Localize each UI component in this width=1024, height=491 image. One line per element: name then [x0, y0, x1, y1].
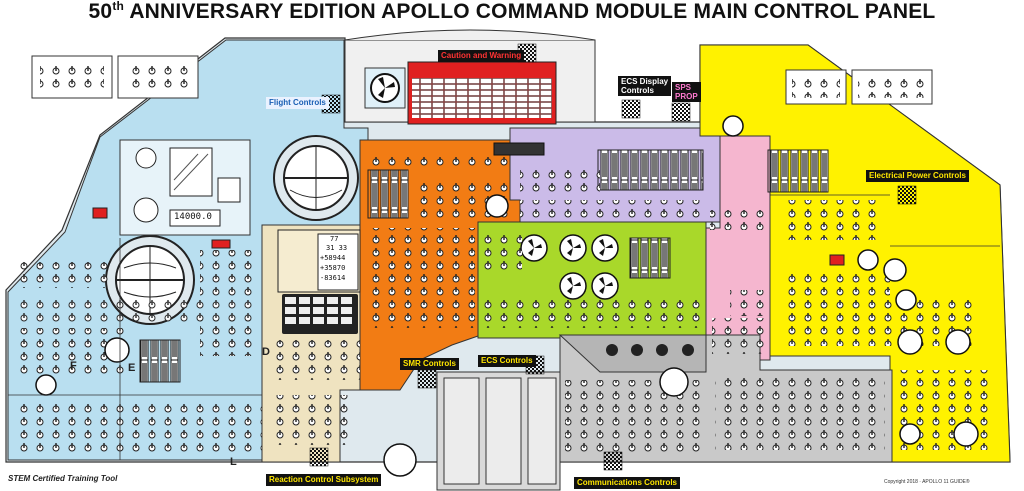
dsky-prog-display: 77 [330, 235, 339, 243]
panel-letter-e: E [128, 362, 136, 374]
panel-letter-d: D [262, 346, 270, 358]
page-title: 50th ANNIVERSARY EDITION APOLLO COMMAND … [0, 0, 1024, 24]
altimeter-readout: 14000.0 [174, 212, 212, 222]
label-sps-line2: PROP [675, 92, 698, 101]
label-ecs-display-line1: ECS Display [621, 77, 669, 86]
title-suffix: th [112, 0, 125, 13]
label-ecs-display-line2: Controls [621, 86, 654, 95]
dsky-register-3: -83614 [320, 274, 346, 282]
panel-letter-l: L [230, 456, 237, 468]
footer-copyright: Copyright 2018 · APOLLO 11 GUIDE® [884, 479, 970, 485]
label-smr-controls[interactable]: SMR Controls [400, 358, 459, 370]
dsky-verb-noun-display: 31 33 [326, 244, 348, 252]
label-caution-warning[interactable]: Caution and Warning [438, 50, 525, 62]
label-flight-controls[interactable]: Flight Controls [266, 97, 329, 109]
dsky-register-1: +58944 [320, 254, 346, 262]
panel-letter-f: F [70, 360, 77, 372]
label-communications[interactable]: Communications Controls [574, 477, 681, 489]
footer-training-tool: STEM Certified Training Tool [8, 474, 118, 483]
label-reaction-control[interactable]: Reaction Control Subsystem [266, 474, 382, 486]
label-ecs-controls[interactable]: ECS Controls [478, 355, 536, 367]
title-text: ANNIVERSARY EDITION APOLLO COMMAND MODUL… [129, 0, 936, 23]
label-sps-line1: SPS [675, 83, 692, 92]
title-number: 50 [88, 0, 113, 23]
dsky-register-2: +35870 [320, 264, 346, 272]
label-electrical-power[interactable]: Electrical Power Controls [866, 170, 969, 182]
